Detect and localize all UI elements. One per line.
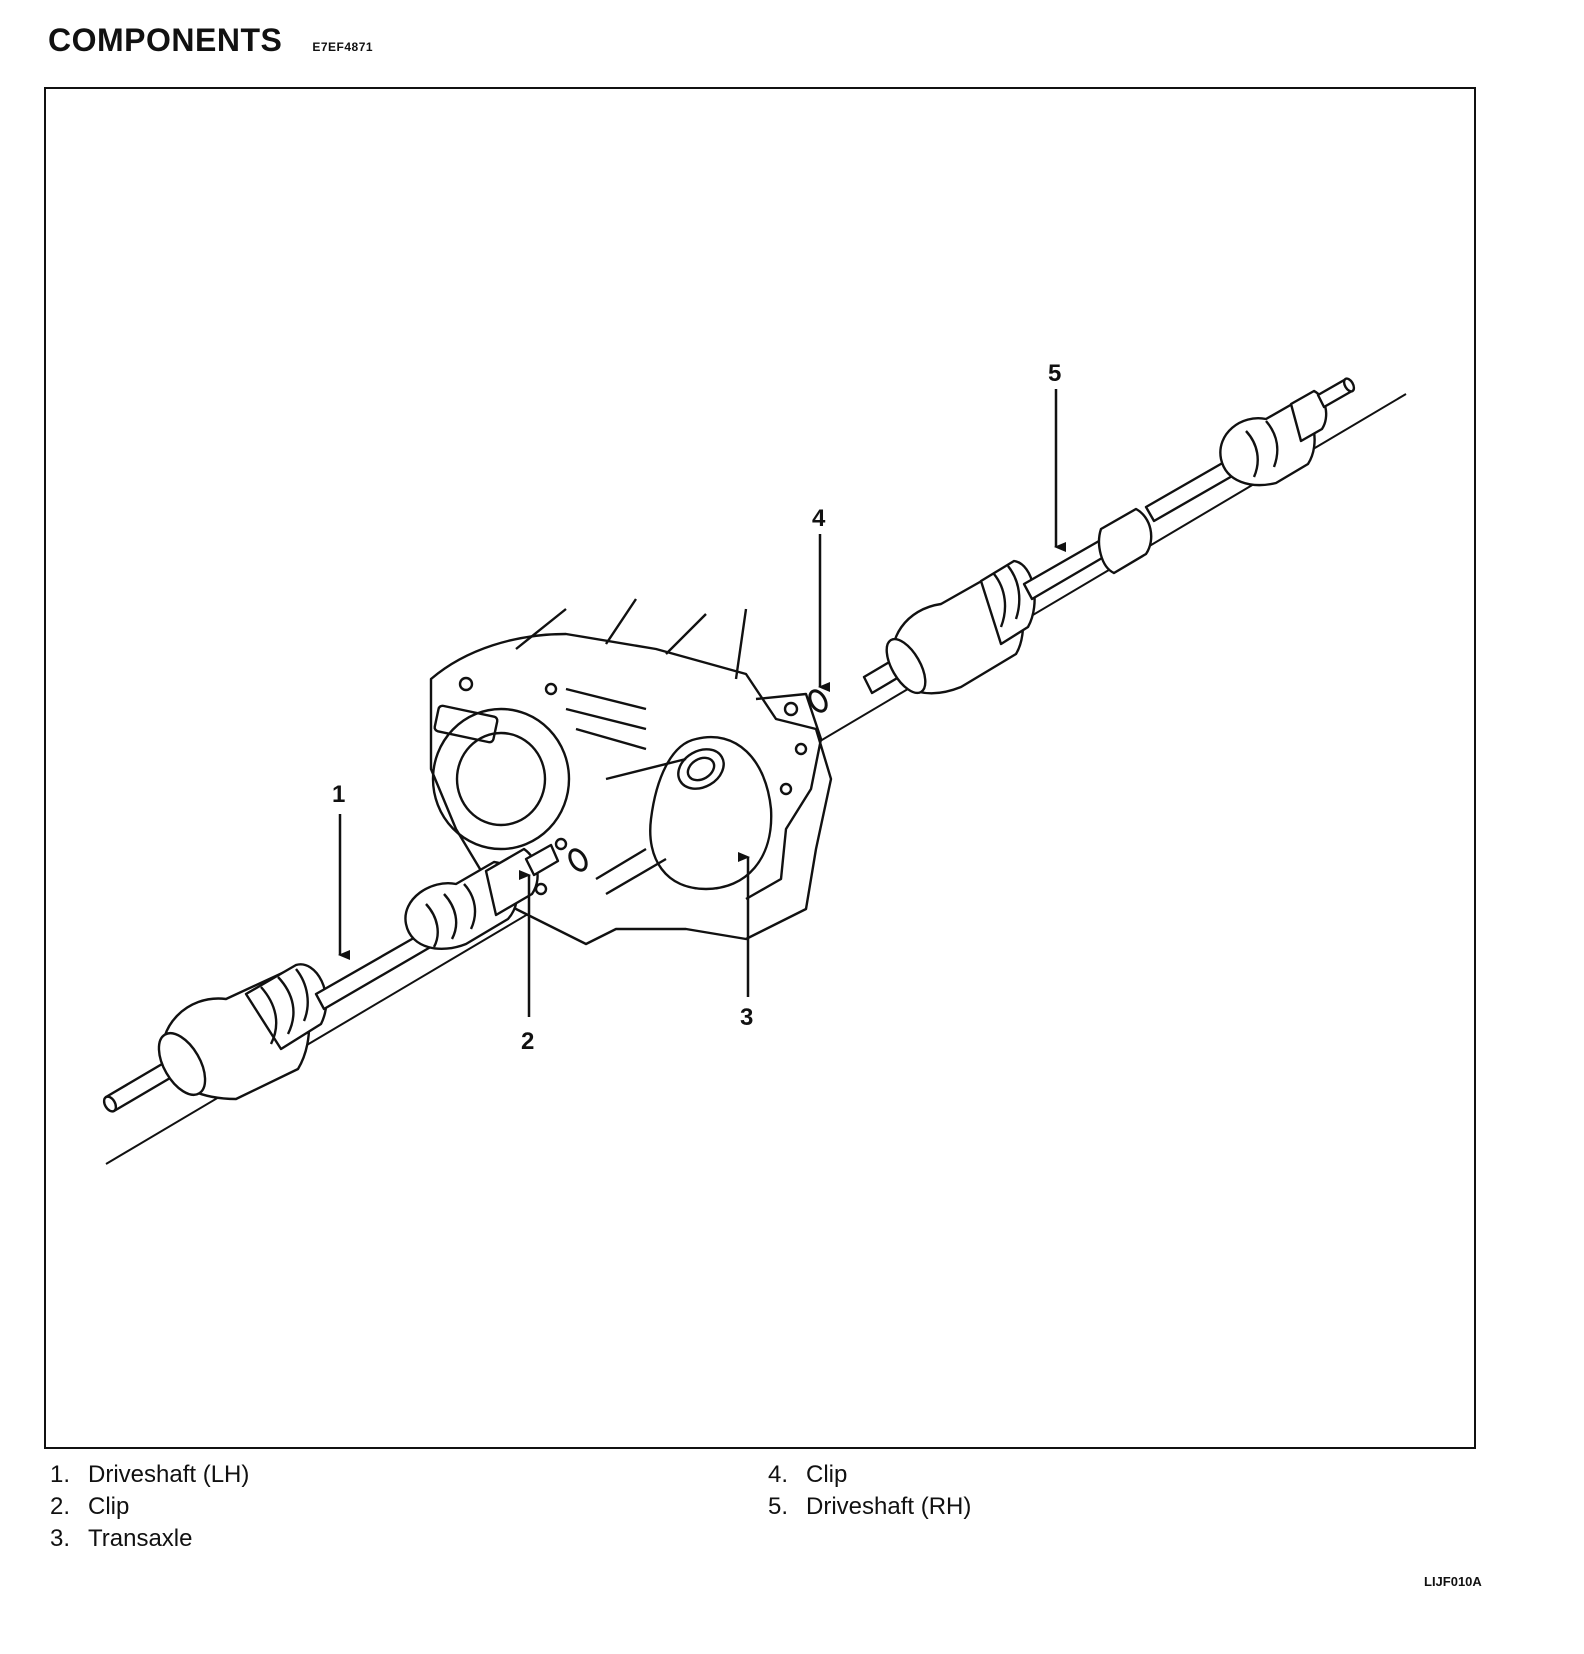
legend-label: Driveshaft (LH) — [88, 1461, 250, 1488]
driveshaft-rh-drawing — [862, 377, 1356, 695]
legend-left-column: 1. Driveshaft (LH) 2. Clip 3. Transaxle — [50, 1459, 249, 1555]
driveshaft-lh-drawing — [102, 843, 560, 1113]
legend-right-column: 4. Clip 5. Driveshaft (RH) — [768, 1459, 971, 1523]
callout-2: 2 — [519, 870, 534, 1055]
page-title: COMPONENTS — [48, 22, 283, 58]
legend-label: Clip — [88, 1493, 130, 1520]
figure-frame: 1 2 3 4 5 — [44, 87, 1476, 1449]
clip-lh-drawing — [568, 848, 588, 872]
legend-number: 3. — [50, 1525, 71, 1552]
figure-code: LIJF010A — [1424, 1574, 1482, 1589]
legend-item: 5. Driveshaft (RH) — [768, 1491, 971, 1523]
callout-3: 3 — [738, 852, 753, 1031]
legend-number: 2. — [50, 1493, 71, 1520]
legend-item: 4. Clip — [768, 1459, 971, 1491]
legend-item: 2. Clip — [50, 1491, 249, 1523]
legend-item: 3. Transaxle — [50, 1523, 249, 1555]
legend-number: 5. — [768, 1493, 789, 1520]
legend-number: 1. — [50, 1461, 71, 1488]
callout-1-label: 1 — [332, 781, 345, 808]
components-exploded-diagram: 1 2 3 4 5 — [102, 360, 1407, 1165]
legend-label: Clip — [806, 1461, 848, 1488]
callout-5: 5 — [1048, 360, 1066, 552]
callout-4: 4 — [812, 505, 830, 692]
clip-rh-drawing — [808, 689, 828, 713]
legend-number: 4. — [768, 1461, 789, 1488]
callout-1: 1 — [332, 781, 350, 960]
legend-label: Transaxle — [88, 1525, 193, 1552]
legend-item: 1. Driveshaft (LH) — [50, 1459, 249, 1491]
legend-label: Driveshaft (RH) — [806, 1493, 972, 1520]
callout-4-label: 4 — [812, 505, 826, 532]
callout-2-label: 2 — [521, 1028, 534, 1055]
callout-5-label: 5 — [1048, 360, 1061, 387]
callout-3-label: 3 — [740, 1004, 753, 1031]
section-code: E7EF4871 — [312, 40, 374, 54]
page-heading: COMPONENTS E7EF4871 — [48, 22, 373, 59]
